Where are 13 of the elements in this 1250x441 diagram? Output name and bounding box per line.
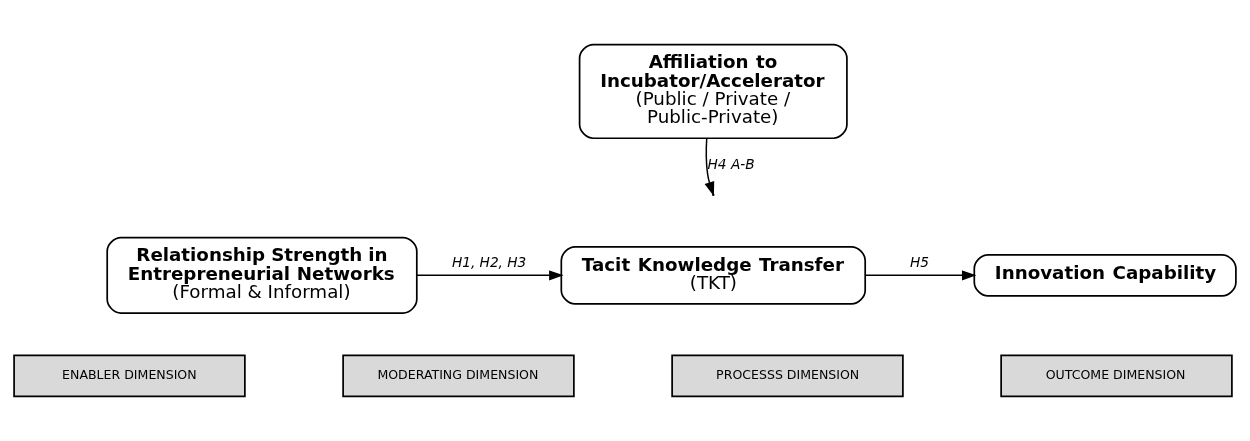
node-box: Tacit Knowledge Transfer (TKT): [560, 245, 867, 305]
arrow: [416, 270, 564, 281]
edge-label: H5: [910, 253, 930, 270]
node-box: MODERATING DIMENSION: [342, 354, 575, 398]
edge-label: H1, H2, H3: [451, 253, 527, 270]
node-box: OUTCOME DIMENSION: [1000, 354, 1233, 398]
node-box: Affiliation to Incubator/Accelerator (Public / Private / Public-Private): [578, 43, 848, 140]
edge-label: H4 A-B: [707, 155, 755, 172]
node-box: Relationship Strength in Entrepreneurial Networks (Formal & Informal): [106, 236, 418, 314]
node-box: ENABLER DIMENSION: [13, 354, 246, 398]
arrow: [864, 270, 977, 281]
node-box: PROCESSS DIMENSION: [671, 354, 904, 398]
node-box: Innovation Capability: [973, 253, 1237, 297]
